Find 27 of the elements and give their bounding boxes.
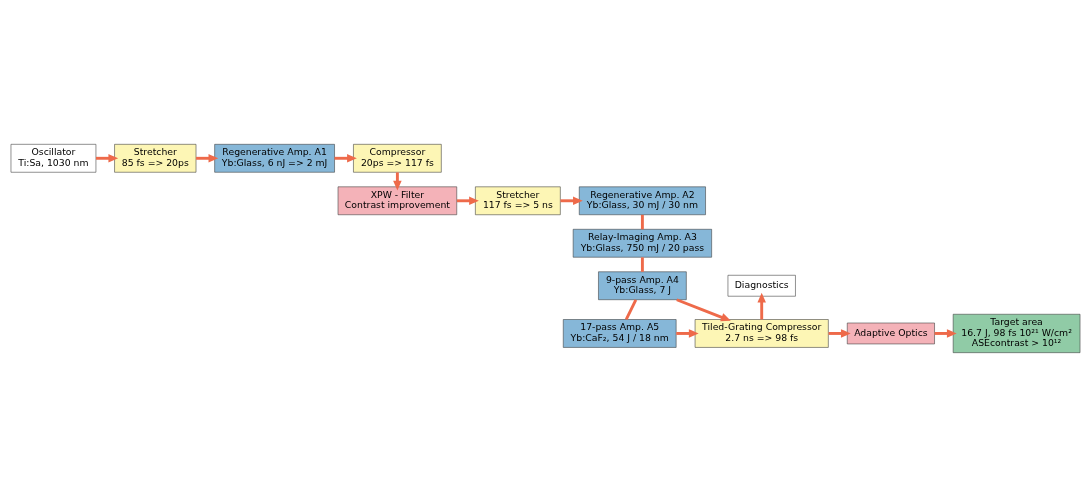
arrow (393, 172, 402, 191)
arrow (676, 298, 731, 322)
node-box: Stretcher 117 fs => 5 ns (475, 186, 561, 216)
node-box: 9-pass Amp. A4 Yb:Glass, 7 J (598, 271, 687, 300)
node-box: Diagnostics (727, 274, 796, 297)
node-box: Tiled-Grating Compressor 2.7 ns => 98 fs (694, 319, 829, 348)
node-box: Adaptive Optics (846, 322, 935, 345)
node-box: 17-pass Amp. A5 Yb:CaF₂, 54 J / 18 nm (562, 319, 677, 348)
arrow (96, 154, 119, 163)
connector (624, 299, 638, 321)
node-box: Target area 16.7 J, 98 fs 10²¹ W/cm² ASEcontrast > 10¹² (952, 313, 1081, 353)
node-box: Regenerative Amp. A2 Yb:Glass, 30 mJ / 30 nm (578, 186, 706, 216)
node-box: Regenerative Amp. A1 Yb:Glass, 6 nJ => 2 mJ (214, 144, 335, 173)
node-box: XPW - Filter Contrast improvement (337, 186, 458, 216)
arrow (676, 329, 699, 338)
arrow (560, 196, 583, 206)
node-box: Stretcher 85 fs => 20ps (114, 144, 197, 173)
node-box: Compressor 20ps => 117 fs (353, 144, 442, 173)
arrow (196, 154, 219, 163)
arrow (934, 329, 957, 338)
node-box: Relay-Imaging Amp. A3 Yb:Glass, 750 mJ / 20 pass (572, 229, 712, 258)
arrow (456, 196, 479, 206)
node-box: Oscillator Ti:Sa, 1030 nm (10, 144, 97, 173)
arrow (757, 292, 766, 320)
connector (640, 257, 644, 272)
arrow (828, 329, 851, 338)
connector (640, 214, 644, 230)
